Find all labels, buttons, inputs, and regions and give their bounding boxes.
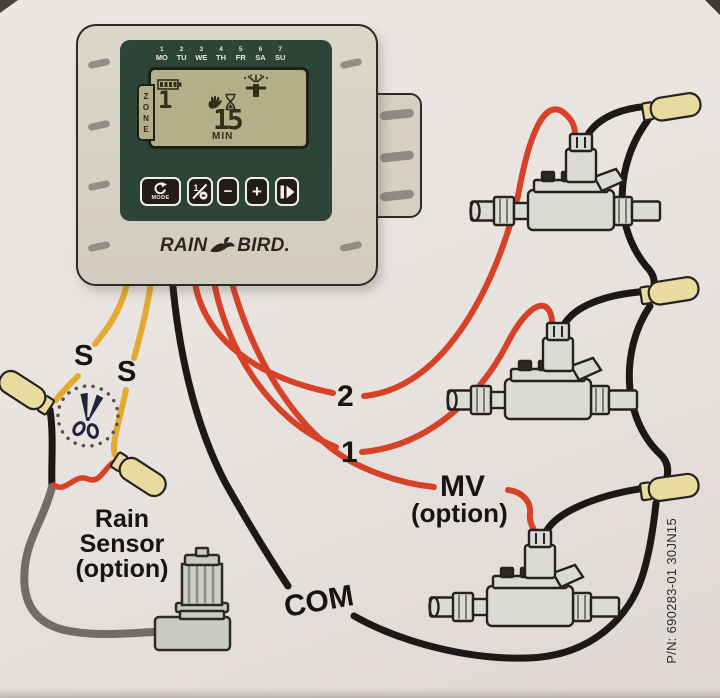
wire-com-to-bottom-valve <box>350 499 660 662</box>
wire-yellow-s-right <box>131 273 155 361</box>
wire-yellow-s-left-end <box>53 373 81 403</box>
mode-cycle-icon <box>154 182 167 194</box>
wire-red-zone1-b <box>359 302 555 455</box>
logo-word-bird: BIRD. <box>237 235 290 256</box>
wire-yellow-s-left <box>92 273 132 347</box>
wire-red-mv-a <box>227 273 437 490</box>
lcd-screen: 1 15 MIN <box>148 67 309 149</box>
plus-button: + <box>245 177 269 206</box>
wire-red-zone1-a <box>210 273 339 450</box>
hourglass-icon <box>225 93 236 111</box>
wire-nut-middle <box>638 274 702 309</box>
hand-watering-icon <box>208 95 222 109</box>
zone1-wire-label: 1 <box>341 436 358 469</box>
cut-here-circle <box>56 384 120 448</box>
rain-bird-logo: RAIN BIRD. <box>150 234 300 258</box>
part-number: P/N: 690283-01 30JN15 <box>664 518 679 664</box>
wire-com-from-controller <box>168 272 292 590</box>
run-time-unit: MIN <box>212 131 234 142</box>
wire-black-solenoid-valve1 <box>583 103 645 140</box>
minus-icon: − <box>223 183 233 200</box>
rain-bird-bird-icon <box>210 236 235 253</box>
svg-text:1: 1 <box>194 183 199 193</box>
valve-zone1 <box>446 321 639 421</box>
scissors-icon <box>72 392 104 439</box>
wire-nut-sensor-left <box>0 365 58 419</box>
battery-icon <box>157 79 182 90</box>
zone-number: 1 <box>158 86 173 114</box>
wire-black-chain-middle <box>625 302 672 490</box>
manual-advance-button <box>275 177 299 206</box>
rain-sensor-label: Rain Sensor (option) <box>75 505 169 583</box>
wire-nut-sensor-right <box>107 448 172 502</box>
wire-red-mv-b <box>505 487 537 533</box>
wire-black-solenoid-valve3 <box>542 485 643 536</box>
minus-button: − <box>217 177 239 206</box>
plus-icon: + <box>252 181 262 201</box>
wire-red-zone2-b <box>361 106 578 399</box>
sensor-wire-label-left: S <box>74 340 94 372</box>
master-valve-label: MV <box>440 470 485 503</box>
wire-sensor-gray-cable <box>20 483 159 639</box>
master-valve-option-label: (option) <box>411 498 508 528</box>
sprinkler-icon <box>244 74 268 97</box>
on-off-icon: 1 <box>192 183 208 200</box>
wire-nut-bottom <box>638 471 702 505</box>
rain-sensor-device <box>153 546 232 652</box>
photo-edge-shadow <box>0 688 720 698</box>
run-time-value: 15 <box>213 103 244 136</box>
logo-word-rain: RAIN <box>160 235 208 256</box>
advance-icon <box>280 185 295 198</box>
zone2-wire-label: 2 <box>337 380 354 413</box>
wire-sensor-red-lead <box>51 459 117 490</box>
valve-master <box>428 528 621 628</box>
wire-black-solenoid-valve2 <box>560 288 643 329</box>
mode-button-label: MODE <box>151 195 170 201</box>
wire-sensor-black-lead <box>46 406 56 491</box>
sensor-wire-label-right: S <box>117 356 137 388</box>
on-off-button: 1 <box>187 177 213 206</box>
wire-nut-top <box>640 90 704 125</box>
mode-button: MODE <box>140 177 181 206</box>
